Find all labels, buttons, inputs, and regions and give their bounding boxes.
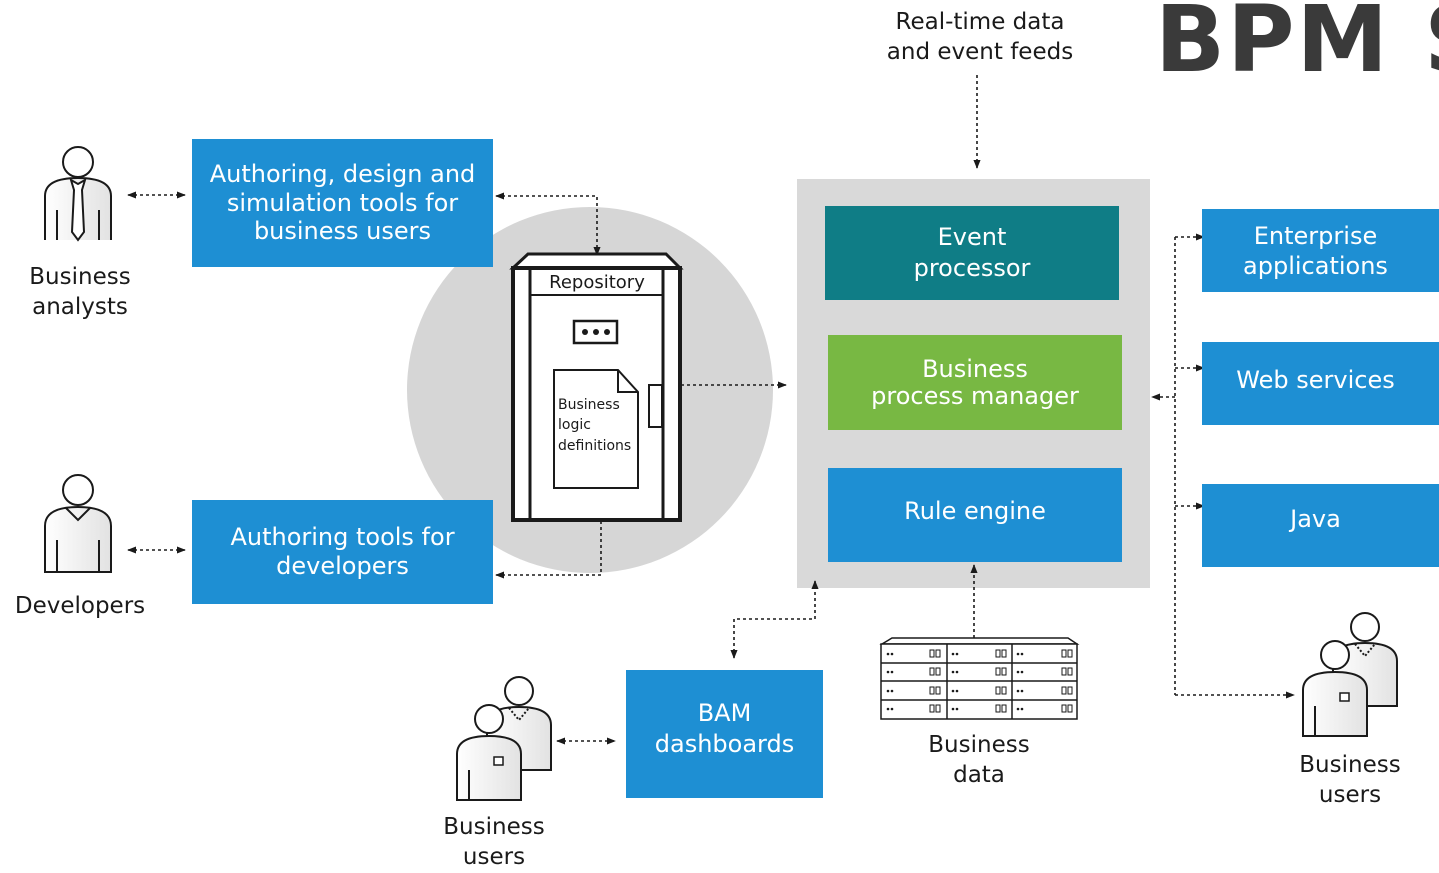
web-services-box: Web services — [1202, 342, 1439, 425]
business-users-right-user-group-icon — [1302, 612, 1398, 737]
repository-title: Repository — [549, 272, 645, 293]
enterprise-applications-box: Enterprise applications — [1202, 209, 1439, 292]
bam-dashboards-box: BAM dashboards — [626, 670, 823, 798]
authoring-developer-tools-box: Authoring tools for developers — [192, 500, 493, 604]
document-label: Business logic definitions — [558, 397, 632, 454]
business-analysts-label: Business analysts — [29, 264, 131, 320]
developer-person-icon — [44, 474, 112, 573]
repository-cabinet-icon — [509, 252, 684, 522]
developers-label: Developers — [14, 593, 146, 619]
rule-engine-box: Rule engine — [828, 468, 1122, 562]
connector-tools-repository — [495, 192, 601, 256]
authoring-business-tools-box: Authoring, design and simulation tools f… — [192, 139, 493, 267]
event-processor-box: Event processor — [825, 206, 1119, 300]
business-data-label: Business data — [928, 732, 1030, 788]
java-box: Java — [1202, 484, 1439, 567]
repository-handle — [648, 384, 663, 428]
business-analyst-person-tie-icon — [44, 146, 112, 242]
business-users-bottom-label: Business users — [443, 814, 545, 870]
page-title: BPM S — [1155, 0, 1439, 93]
business-users-right-label: Business users — [1299, 752, 1401, 808]
business-users-bottom-user-group-icon — [456, 676, 552, 801]
document-icon — [553, 369, 639, 489]
realtime-feeds-label: Real-time data and event feeds — [886, 9, 1074, 65]
connector-engine-bam — [730, 580, 819, 659]
business-process-manager-box: Business process manager — [828, 335, 1122, 430]
business-data-server-rack-icon — [879, 637, 1080, 720]
